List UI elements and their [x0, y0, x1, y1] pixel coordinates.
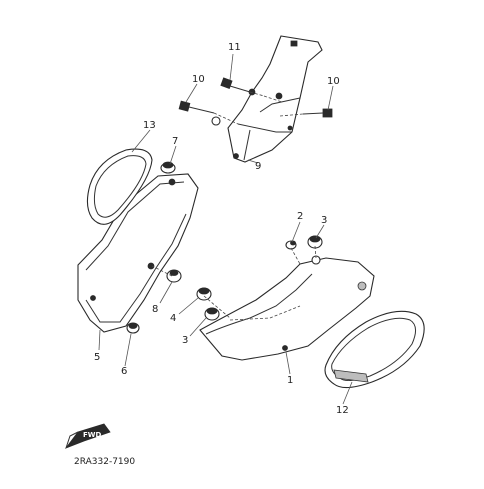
callout-4: 4 [170, 313, 176, 324]
grommet-part-3-upper [307, 235, 323, 249]
bracket-part-9 [227, 35, 323, 163]
callout-11: 11 [228, 42, 241, 53]
emblem-part-12 [324, 310, 425, 389]
grommet-part-4 [196, 287, 212, 301]
callout-7: 7 [172, 136, 178, 147]
callout-9: 9 [255, 161, 261, 172]
callout-labels: 11 10 10 13 7 9 2 3 8 4 3 5 6 1 12 [94, 42, 349, 416]
callout-3-upper: 3 [321, 215, 327, 226]
grommet-part-6 [126, 322, 140, 334]
callout-3-lower: 3 [182, 335, 188, 346]
grommet-part-7 [160, 161, 176, 174]
callout-5: 5 [94, 352, 100, 363]
side-cover-part-1 [199, 257, 375, 361]
callout-10-right: 10 [327, 76, 340, 87]
emblem-ring-part-13 [86, 148, 153, 225]
grommet-part-8 [166, 269, 182, 283]
callout-2: 2 [297, 211, 303, 222]
callout-10-left: 10 [192, 74, 205, 85]
collar-part-2 [285, 240, 297, 250]
front-direction-arrow: FWD [64, 423, 111, 449]
callout-6: 6 [121, 366, 127, 377]
callout-1: 1 [287, 375, 293, 386]
front-arrow-label: FWD [83, 431, 102, 439]
bolt-part-10-left [178, 100, 239, 126]
grommet-part-3-lower [204, 307, 220, 321]
callout-12: 12 [336, 405, 349, 416]
diagram-code: 2RA332-7190 [74, 457, 135, 467]
callout-8: 8 [152, 304, 158, 315]
bolt-part-11 [220, 77, 265, 97]
callout-13: 13 [143, 120, 156, 131]
bolt-part-10-right [279, 108, 333, 118]
